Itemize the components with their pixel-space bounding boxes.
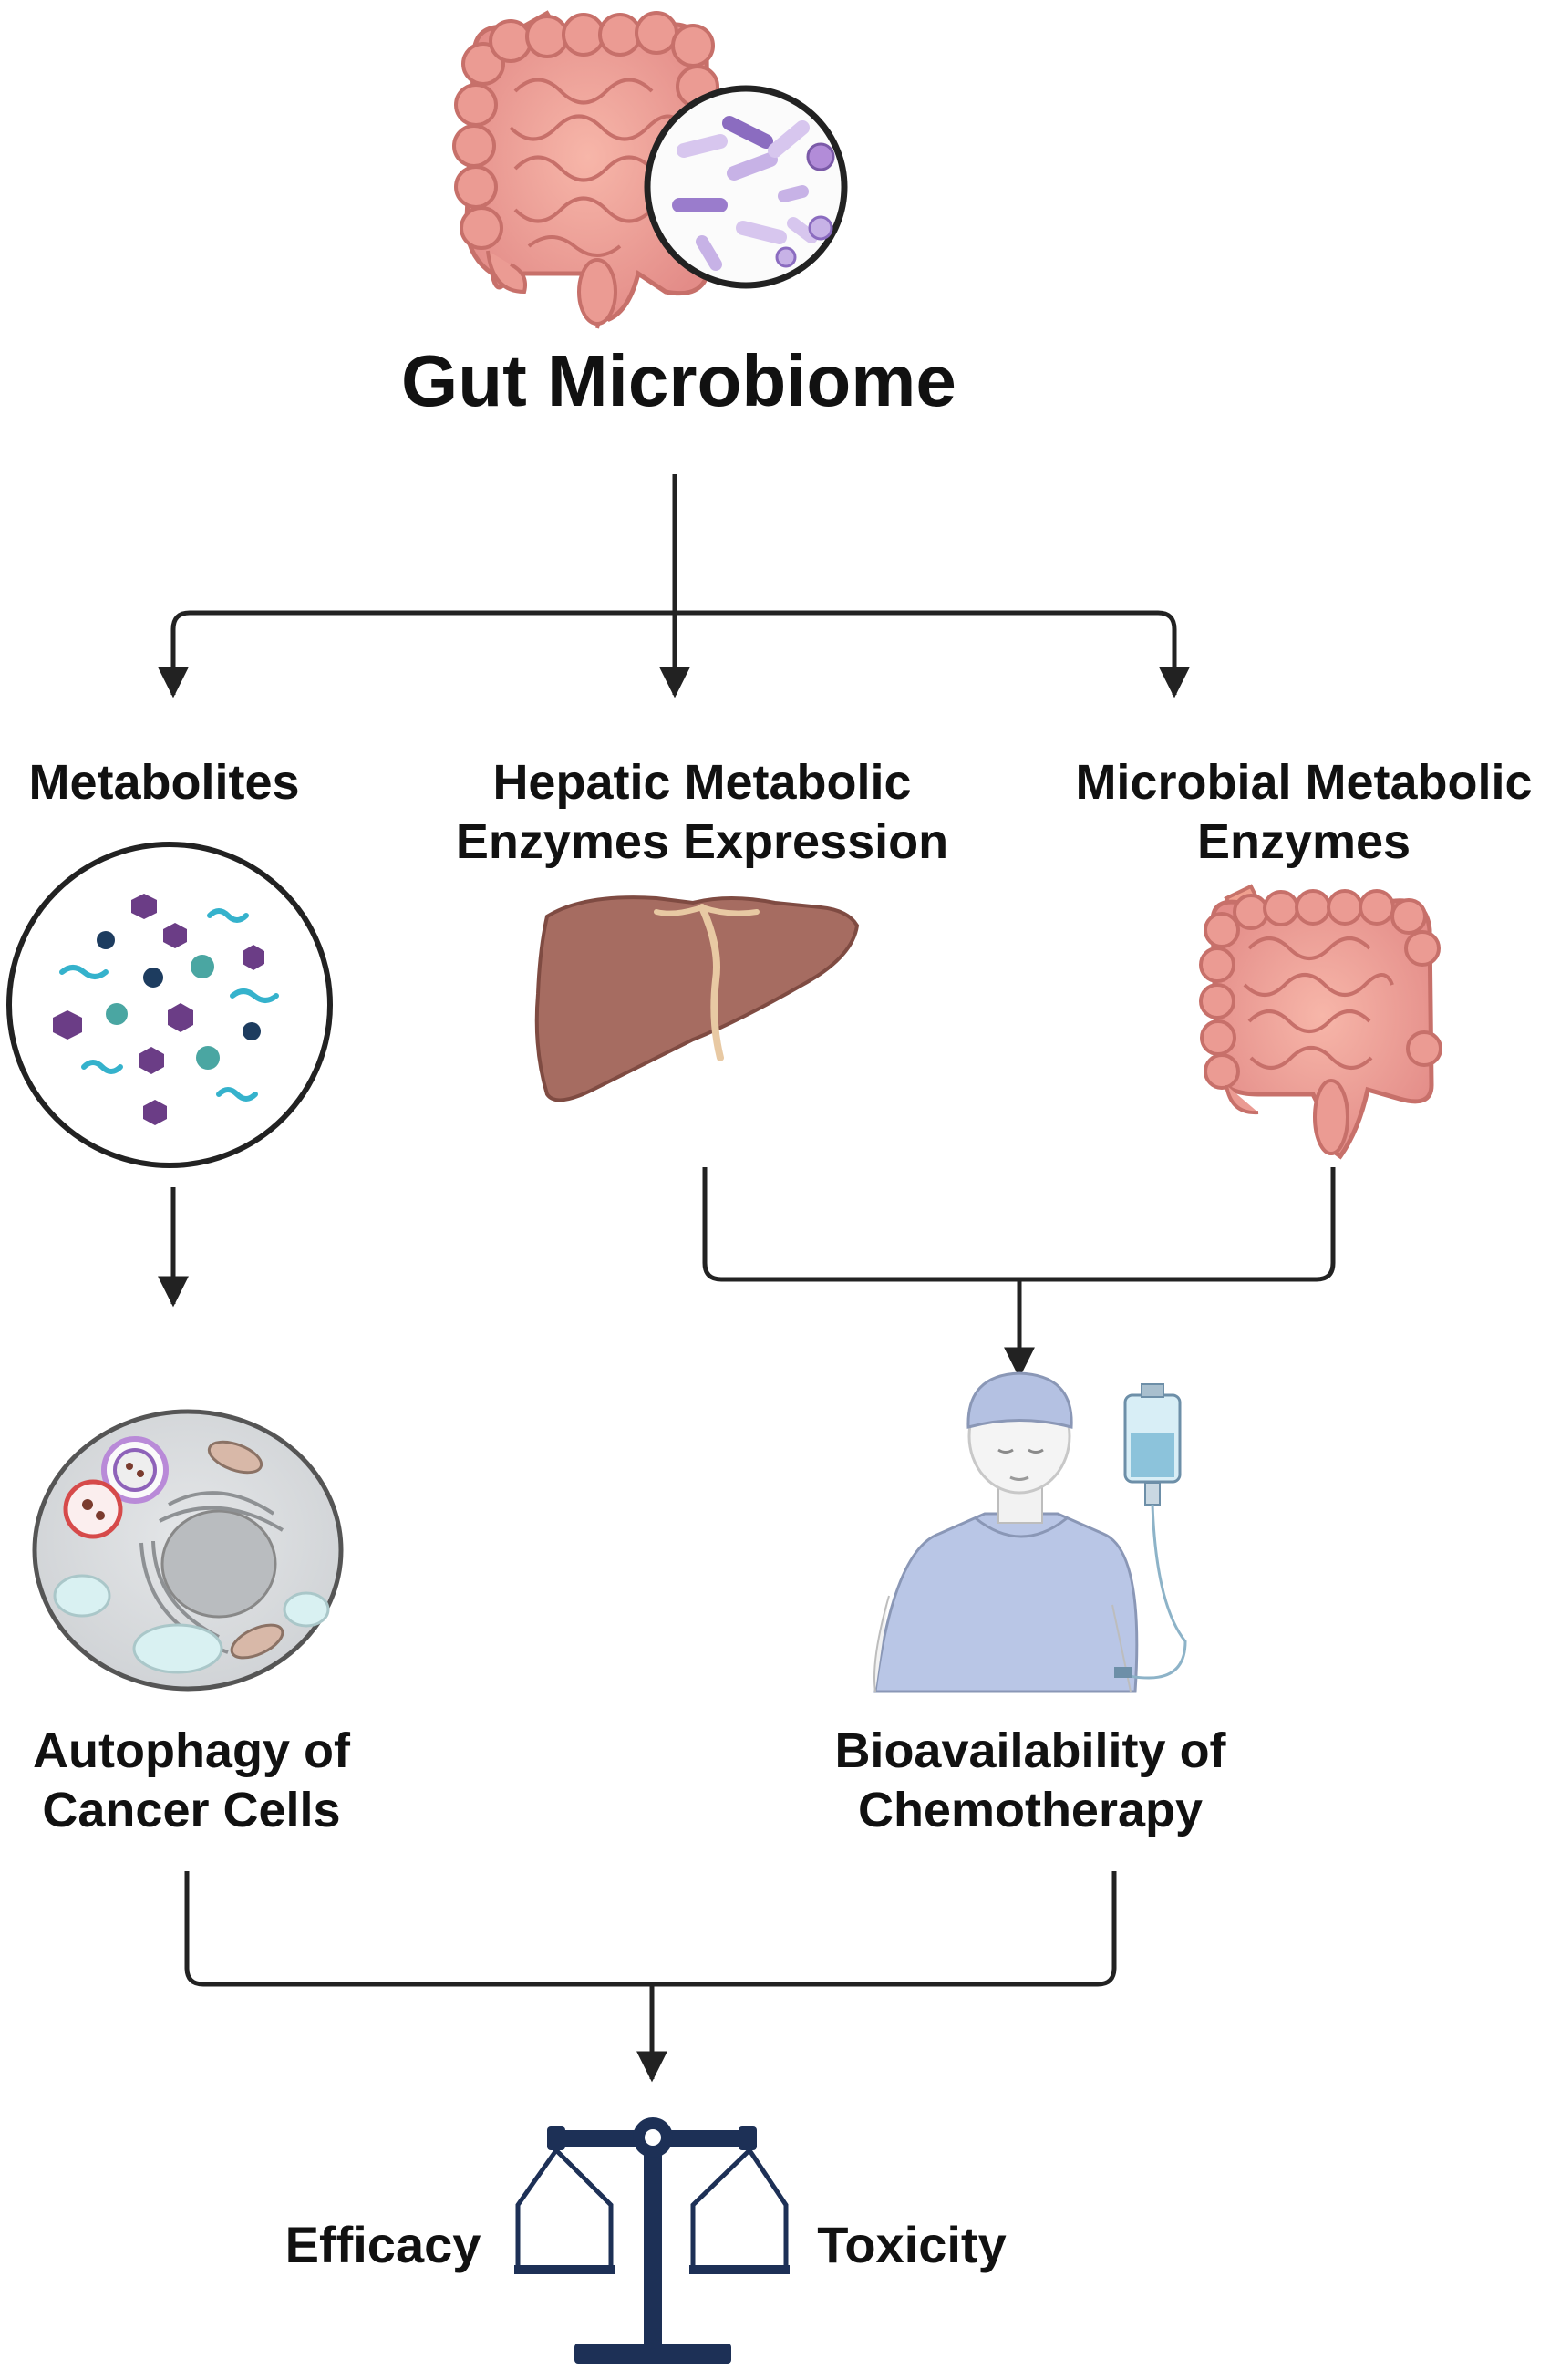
bioavailability-label: Bioavailability of Chemotherapy [834, 1723, 1226, 1837]
balance-scale-icon [514, 2117, 790, 2364]
intestine-top-icon [452, 10, 719, 329]
diagram-title: Gut Microbiome [401, 340, 956, 421]
metabolites-icon [6, 842, 333, 1168]
top-connector [158, 474, 1190, 698]
efficacy-label: Efficacy [284, 2216, 481, 2273]
toxicity-label: Toxicity [817, 2216, 1007, 2273]
bacteria-magnifier-icon [644, 85, 848, 289]
microbial-label: Microbial Metabolic Enzymes [1075, 755, 1533, 869]
middle-connectors [158, 1167, 1336, 1379]
metabolites-label: Metabolites [28, 755, 300, 810]
bottom-connector [184, 1871, 1117, 2083]
patient-iv-icon [873, 1371, 1187, 1693]
intestine-right-icon [1199, 884, 1442, 1160]
cancer-cell-icon [32, 1409, 344, 1692]
hepatic-label: Hepatic Metabolic Enzymes Expression [455, 755, 949, 869]
liver-icon [534, 895, 860, 1102]
autophagy-label: Autophagy of Cancer Cells [33, 1723, 350, 1837]
